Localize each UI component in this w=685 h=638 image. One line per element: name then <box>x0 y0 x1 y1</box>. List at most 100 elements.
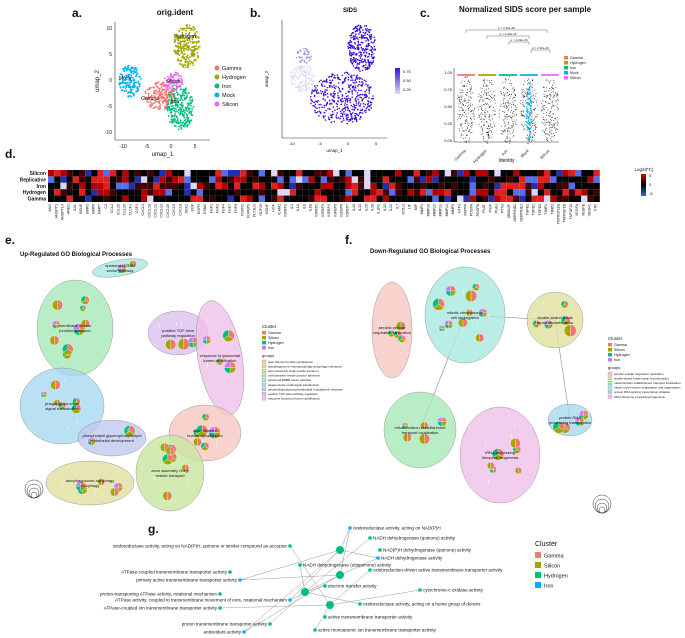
data-point <box>462 108 463 110</box>
data-point <box>353 41 356 44</box>
data-point <box>502 82 504 84</box>
data-point <box>144 92 147 94</box>
data-point <box>170 72 173 75</box>
heatmap-cell <box>215 170 222 177</box>
data-point <box>501 125 503 127</box>
pie-node <box>202 335 211 345</box>
data-point <box>362 35 365 37</box>
data-point <box>165 94 168 96</box>
significance-bracket <box>508 41 530 45</box>
heatmap-cell <box>60 170 67 177</box>
data-point <box>355 99 357 102</box>
data-point <box>339 110 342 113</box>
y-axis-label: umap_2 <box>264 70 269 87</box>
data-point <box>149 103 152 106</box>
data-point <box>336 117 338 119</box>
data-point <box>345 76 347 79</box>
legend-swatch <box>607 381 613 385</box>
heatmap-cell <box>221 170 228 177</box>
data-point <box>189 60 191 63</box>
data-point <box>128 83 131 86</box>
data-point <box>335 102 338 105</box>
data-point <box>491 93 492 95</box>
data-point <box>132 86 135 89</box>
y-tick-label: 0.25 <box>444 121 453 126</box>
data-point <box>299 65 302 67</box>
legend-swatch <box>262 336 266 340</box>
data-point <box>301 87 303 89</box>
data-point <box>468 130 470 132</box>
heatmap-cell <box>432 170 439 177</box>
data-point <box>170 96 173 98</box>
data-point <box>483 119 485 121</box>
heatmap-cell <box>203 189 210 196</box>
data-point <box>169 99 172 102</box>
data-point <box>191 98 194 101</box>
gene-label: TNFRSF11B <box>557 203 561 224</box>
data-point <box>341 87 344 90</box>
data-point <box>362 82 364 85</box>
data-point <box>355 102 358 104</box>
data-point <box>464 81 466 82</box>
heatmap-cell <box>358 189 365 196</box>
data-point <box>169 109 172 112</box>
data-point <box>469 137 471 139</box>
data-point <box>356 92 359 94</box>
data-point <box>549 88 550 90</box>
data-point <box>465 140 467 142</box>
data-point <box>491 83 492 85</box>
gene-label: TGFB2 <box>532 204 536 216</box>
data-point <box>535 102 537 104</box>
data-point <box>184 60 187 63</box>
gene-label: IL1R2 <box>377 204 381 214</box>
gene-label: FGFBP3 <box>247 204 251 218</box>
heatmap-cell <box>544 182 551 190</box>
data-point <box>294 75 296 77</box>
heatmap-cell <box>376 189 383 196</box>
data-point <box>169 74 172 76</box>
data-point <box>128 64 130 67</box>
data-point <box>461 80 463 82</box>
data-point <box>543 96 545 97</box>
data-point <box>195 48 198 50</box>
data-point <box>550 98 552 100</box>
gene-label: IL1 <box>290 204 294 209</box>
edge <box>289 574 341 601</box>
data-point <box>530 124 531 126</box>
data-point <box>186 55 188 58</box>
data-point <box>370 103 372 106</box>
heatmap-cell <box>382 170 389 177</box>
data-point <box>534 116 536 118</box>
heatmap-cell <box>85 170 92 177</box>
pie-node <box>201 413 210 421</box>
data-point <box>167 100 170 103</box>
pie-node <box>110 487 119 497</box>
heatmap-cell <box>575 176 582 183</box>
data-point <box>335 116 337 118</box>
heatmap-cell <box>190 182 197 190</box>
graph-node <box>358 602 362 606</box>
data-point <box>175 115 178 118</box>
heatmap-cell <box>221 182 228 190</box>
data-point <box>543 130 545 132</box>
pie-node <box>193 437 202 447</box>
data-point <box>483 79 485 81</box>
heatmap-cell <box>351 195 358 202</box>
data-point <box>165 106 168 109</box>
gene-label: SEMA3F <box>507 203 511 218</box>
data-point <box>365 45 367 48</box>
data-point <box>330 121 333 124</box>
data-point <box>372 95 374 97</box>
data-point <box>523 94 525 96</box>
data-point <box>311 82 314 85</box>
data-point <box>341 109 344 111</box>
data-point <box>365 111 367 114</box>
data-point <box>339 117 341 120</box>
data-point <box>167 101 170 104</box>
cluster-label: Iron <box>171 99 180 105</box>
data-point <box>321 81 324 83</box>
graph-node <box>378 548 382 552</box>
data-point <box>481 110 483 112</box>
data-point <box>337 100 339 102</box>
data-point <box>295 75 298 78</box>
